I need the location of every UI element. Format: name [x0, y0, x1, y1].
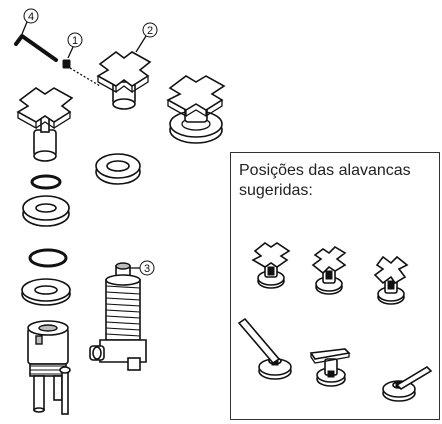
o-ring-upper [30, 174, 62, 190]
position-lever-horizontal [309, 348, 351, 387]
cross-handle-left [16, 87, 74, 162]
position-cross-3 [373, 255, 409, 305]
hex-key-tool [14, 34, 58, 62]
cross-handle-top [96, 51, 152, 110]
lever-positions-panel: Posições das alavancas sugeridas: [230, 152, 440, 420]
valve-body-left [27, 320, 71, 415]
lever-positions-title: Posições das alavancas sugeridas: [239, 162, 411, 199]
cross-handle-assembled [166, 75, 226, 144]
valve-cartridge [89, 262, 147, 371]
washer-lower [21, 278, 71, 306]
callout-4-label: 4 [28, 11, 34, 23]
position-cross-2 [311, 245, 347, 295]
position-lever-flat [382, 365, 433, 402]
lever-positions-art [237, 242, 433, 402]
callout-3: 3 [130, 260, 155, 276]
position-lever-angled [237, 317, 292, 380]
flange-ring [95, 153, 141, 185]
o-ring-lower [28, 248, 68, 268]
callout-2: 2 [135, 22, 158, 53]
callout-3-label: 3 [144, 263, 150, 275]
callout-1: 1 [67, 32, 83, 59]
callout-4: 4 [21, 8, 39, 35]
washer-upper [22, 195, 70, 227]
position-cross-1 [251, 242, 291, 289]
callout-2-label: 2 [147, 25, 153, 37]
callout-1-label: 1 [72, 35, 78, 47]
set-screw [62, 59, 101, 87]
